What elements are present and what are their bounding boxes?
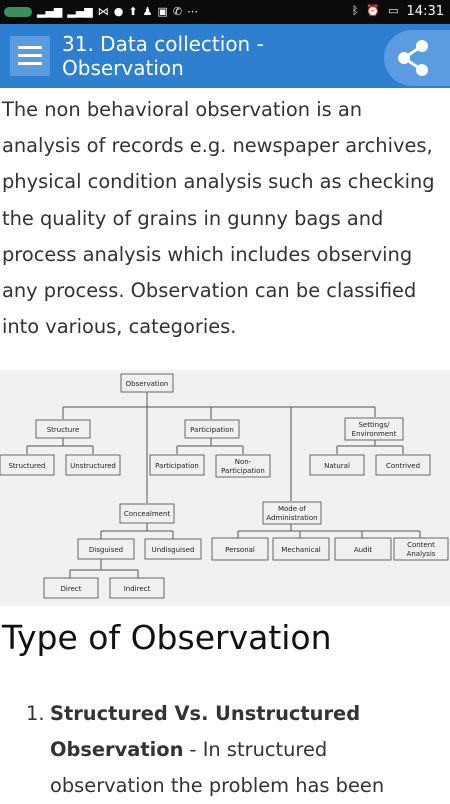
node-box	[35, 419, 91, 439]
node-unstructured: Unstructured	[70, 462, 116, 470]
node-contrived: Contrived	[386, 462, 420, 470]
node-disguised: Disguised	[89, 546, 123, 554]
node-box	[272, 537, 330, 561]
node-audit: Audit	[354, 546, 373, 554]
node-non-participation-1: Non-	[235, 458, 252, 466]
diagram-svg: Observation Structure Participation Sett…	[0, 373, 449, 599]
node-box	[43, 577, 99, 599]
node-content-2: Analysis	[407, 550, 436, 558]
user-icon: ♟	[142, 5, 153, 18]
more-icon: ⋯	[187, 5, 199, 18]
node-box	[109, 577, 165, 599]
node-box	[120, 373, 174, 393]
menu-icon	[18, 54, 42, 57]
info-icon: ●	[113, 5, 124, 18]
node-box	[375, 454, 431, 476]
carrier-icon	[4, 7, 32, 17]
node-box	[211, 537, 269, 561]
title-line-2: Observation	[62, 56, 184, 80]
alarm-icon: ⏰	[366, 4, 381, 17]
list-item: 1. Structured Vs. Unstructured Observati…	[0, 696, 450, 804]
share-icon: ⋈	[97, 5, 109, 18]
app-bar: 31. Data collection - Observation	[0, 24, 450, 88]
status-right-icons: ᛒ ⏰ ▭ 14:31	[352, 3, 444, 19]
node-mode-2: Administration	[266, 514, 317, 522]
node-box	[65, 454, 121, 476]
node-observation: Observation	[126, 380, 169, 388]
node-non-participation-2: Participation	[221, 467, 265, 475]
node-personal: Personal	[225, 546, 255, 554]
node-participation-child: Participation	[155, 462, 199, 470]
paragraph-line: the quality of grains in gunny bags and	[2, 206, 384, 230]
paragraph-line: The non behavioral observation is an	[2, 98, 363, 121]
node-direct: Direct	[61, 585, 82, 593]
node-box	[309, 454, 365, 476]
node-structured: Structured	[8, 462, 45, 470]
share-icon	[398, 40, 428, 76]
status-bar: ▂▄▆ ▂▄▆ ⋈ ● ⬆ ♟ ▣ ✆ ⋯ ᛒ ⏰ ▭ 14:31	[0, 0, 450, 24]
status-time: 14:31	[406, 3, 444, 19]
share-button[interactable]	[384, 30, 450, 86]
menu-icon	[18, 46, 42, 49]
node-settings-2: Environment	[352, 430, 397, 438]
missed-call-icon: ✆	[172, 5, 183, 18]
bluetooth-icon: ᛒ	[351, 4, 359, 17]
node-undisguised: Undisguised	[152, 546, 195, 554]
article-content: The non behavioral observation is an ana…	[0, 92, 450, 345]
list-number: 1.	[26, 702, 45, 725]
node-indirect: Indirect	[124, 585, 151, 593]
battery-icon: ▭	[388, 4, 399, 17]
node-box	[215, 454, 271, 478]
paragraph-line: process analysis which includes observin…	[2, 242, 413, 266]
menu-button[interactable]	[10, 36, 50, 76]
facebook-icon: ▣	[157, 5, 168, 18]
node-box	[149, 454, 205, 476]
node-box	[393, 537, 449, 561]
signal-icon: ▂▄▆	[37, 5, 63, 18]
node-box	[184, 419, 240, 439]
list-item-text: - In structured	[183, 738, 328, 761]
paragraph: The non behavioral observation is an ana…	[0, 92, 450, 345]
node-box	[144, 538, 202, 560]
upload-icon: ⬆	[128, 5, 138, 18]
observation-diagram: Observation Structure Participation Sett…	[0, 370, 450, 606]
title-line-1: 31. Data collection -	[62, 32, 264, 56]
paragraph-line: analysis of records e.g. newspaper archi…	[2, 134, 433, 158]
status-left-icons: ▂▄▆ ▂▄▆ ⋈ ● ⬆ ♟ ▣ ✆ ⋯	[4, 4, 198, 20]
paragraph-line: any process. Observation can be classifi…	[2, 279, 417, 303]
menu-icon	[18, 62, 42, 65]
list-item-text: observation the problem has been	[50, 774, 385, 797]
signal-icon: ▂▄▆	[67, 5, 93, 18]
node-content-1: Content	[407, 541, 435, 549]
node-structure: Structure	[47, 426, 80, 434]
node-mechanical: Mechanical	[281, 546, 320, 554]
paragraph-line: into various, categories.	[2, 315, 237, 339]
list-item-title-line-1: Structured Vs. Unstructured	[50, 702, 361, 725]
node-participation: Participation	[190, 426, 234, 434]
node-mode-1: Mode of	[278, 505, 307, 513]
page-title: 31. Data collection - Observation	[62, 32, 362, 80]
section-heading: Type of Observation	[2, 618, 332, 657]
node-natural: Natural	[324, 462, 350, 470]
list-item-title-line-2: Observation	[50, 738, 184, 761]
paragraph-line: physical condition analysis such as chec…	[2, 170, 435, 194]
node-box	[119, 503, 175, 524]
node-box	[344, 417, 404, 441]
node-box	[262, 501, 322, 525]
observation-type-list: 1. Structured Vs. Unstructured Observati…	[0, 696, 450, 804]
node-box	[77, 538, 135, 560]
node-concealment: Concealment	[124, 510, 171, 518]
node-box	[334, 537, 392, 561]
node-settings-1: Settings/	[358, 421, 390, 429]
node-box	[0, 454, 55, 476]
